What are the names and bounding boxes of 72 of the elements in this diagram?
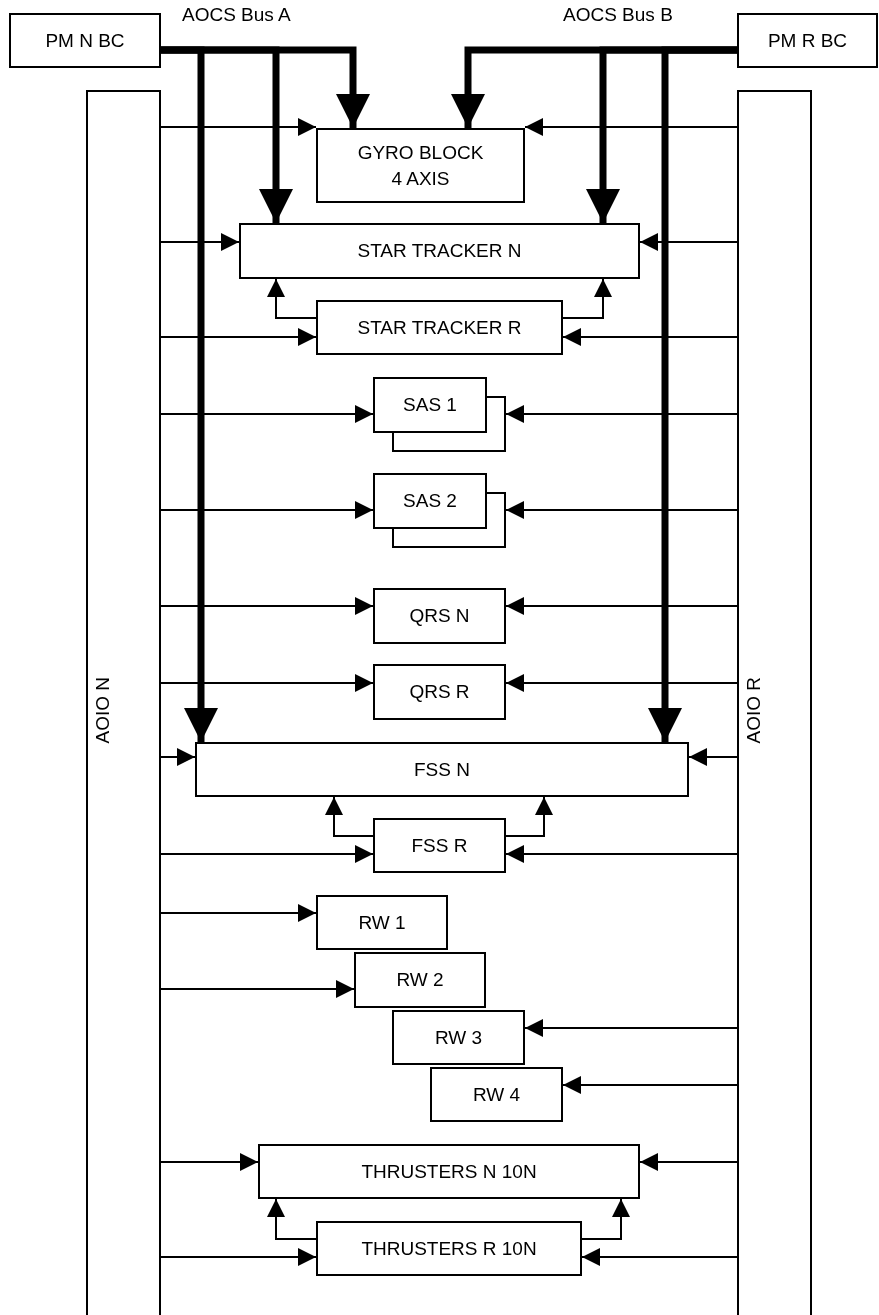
stacked-box <box>373 473 506 548</box>
box-label: RW 2 <box>396 968 444 993</box>
unit-box <box>354 952 486 1008</box>
box-label: SAS 2 <box>402 489 458 513</box>
box-label: SAS 1 <box>402 393 458 417</box>
box-label: FSS R <box>411 833 468 858</box>
arrow <box>160 1153 259 1171</box>
arrow <box>524 1019 738 1037</box>
arrow <box>562 1076 738 1094</box>
bus-label: AOCS Bus A <box>182 4 291 26</box>
box-label: THRUSTERS R 10N <box>361 1236 537 1261</box>
box-label: RW 3 <box>434 1025 483 1050</box>
arrow <box>325 796 374 837</box>
box-label: STAR TRACKER R <box>357 315 522 340</box>
arrow <box>160 904 317 922</box>
box-label: FSS N <box>414 757 470 782</box>
unit-box <box>392 1010 525 1065</box>
arrow <box>505 597 738 615</box>
unit-box <box>239 223 640 279</box>
arrow <box>524 118 738 136</box>
arrow <box>639 233 738 251</box>
arrow <box>267 1198 317 1240</box>
unit-box <box>9 13 161 68</box>
arrow <box>562 278 612 319</box>
box-label: STAR TRACKER N <box>357 239 522 264</box>
arrow <box>160 1248 317 1266</box>
stacked-box <box>373 377 506 452</box>
arrow <box>581 1248 738 1266</box>
unit-box <box>373 588 506 644</box>
arrow <box>267 278 317 319</box>
arrow <box>160 233 240 251</box>
arrow <box>581 1198 630 1240</box>
arrow <box>160 597 374 615</box>
arrow <box>160 845 374 863</box>
arrow <box>562 328 738 346</box>
arrow <box>160 980 355 998</box>
box-label: RW 1 <box>358 910 406 935</box>
arrow <box>505 405 738 423</box>
box-label: GYRO BLOCK 4 AXIS <box>356 140 485 191</box>
arrow <box>505 796 553 837</box>
unit-box <box>737 13 878 68</box>
unit-box <box>316 300 563 355</box>
unit-box <box>316 128 525 203</box>
unit-box <box>373 664 506 720</box>
interface-bar <box>737 90 812 1315</box>
box-label: PM R BC <box>767 28 848 53</box>
box-label: RW 4 <box>472 1082 521 1107</box>
arrow <box>160 118 317 136</box>
arrow <box>160 501 374 519</box>
arrow <box>505 501 738 519</box>
box-label: THRUSTERS N 10N <box>361 1159 537 1184</box>
bar-label: AOIO R <box>742 677 765 744</box>
arrow <box>639 1153 738 1171</box>
unit-box <box>373 818 506 873</box>
box-label: QRS N <box>409 604 470 629</box>
box-label: QRS R <box>409 680 470 705</box>
unit-box <box>316 895 448 950</box>
arrow <box>160 328 317 346</box>
unit-box <box>316 1221 582 1276</box>
bus-label: AOCS Bus B <box>563 4 673 26</box>
interface-bar <box>86 90 161 1315</box>
unit-box <box>258 1144 640 1199</box>
arrow <box>688 748 738 766</box>
arrow <box>160 405 374 423</box>
arrow <box>160 748 196 766</box>
arrow <box>505 845 738 863</box>
arrow <box>160 674 374 692</box>
bar-label: AOIO N <box>91 677 114 744</box>
unit-box <box>195 742 689 797</box>
arrow <box>505 674 738 692</box>
unit-box <box>430 1067 563 1122</box>
box-label: PM N BC <box>45 28 125 53</box>
